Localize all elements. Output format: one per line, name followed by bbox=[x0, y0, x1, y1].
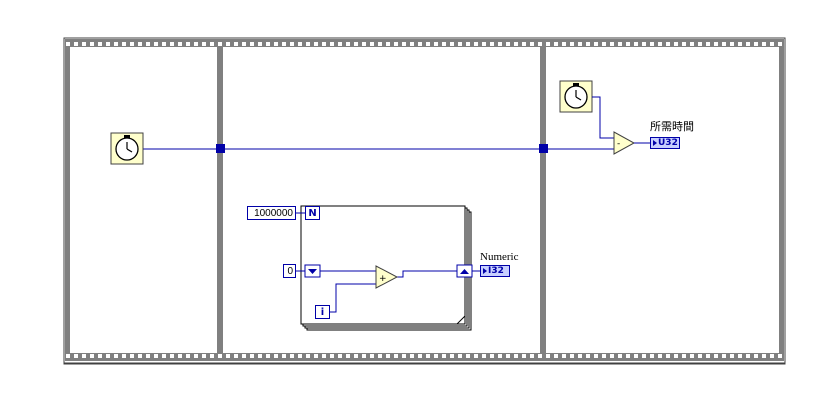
loop-iteration-terminal[interactable]: i bbox=[315, 305, 330, 319]
indicator-arrow-icon bbox=[483, 267, 487, 274]
elapsed-time-indicator-type: U32 bbox=[658, 138, 678, 148]
shift-register-left[interactable] bbox=[304, 264, 321, 278]
subtract-symbol: - bbox=[617, 139, 620, 149]
sum-wire[interactable] bbox=[397, 270, 457, 278]
timer-wire[interactable] bbox=[592, 96, 614, 139]
subtract-node[interactable] bbox=[613, 131, 636, 155]
clock-icon[interactable] bbox=[559, 80, 593, 113]
iteration-wire[interactable] bbox=[330, 283, 376, 313]
elapsed-time-indicator[interactable]: U32 bbox=[650, 137, 680, 149]
loop-count-terminal[interactable]: N bbox=[305, 206, 320, 220]
numeric-indicator-label: Numeric bbox=[480, 251, 519, 263]
elapsed-time-label: 所需時間 bbox=[650, 121, 694, 133]
loop-count-constant[interactable]: 1000000 bbox=[247, 206, 296, 220]
add-node[interactable] bbox=[375, 265, 399, 289]
sequence-tunnel-1[interactable] bbox=[216, 144, 225, 153]
shift-register-right[interactable] bbox=[456, 264, 473, 278]
clock-icon[interactable] bbox=[110, 132, 144, 165]
frame-divider-1 bbox=[217, 47, 223, 353]
numeric-indicator[interactable]: I32 bbox=[480, 265, 510, 277]
sequence-tunnel-2[interactable] bbox=[539, 144, 548, 153]
numeric-indicator-type: I32 bbox=[488, 266, 504, 276]
for-loop[interactable] bbox=[300, 205, 472, 331]
shift-register-init-constant[interactable]: 0 bbox=[283, 264, 296, 278]
indicator-arrow-icon bbox=[653, 139, 657, 146]
add-symbol: + bbox=[379, 274, 387, 284]
frame-divider-2 bbox=[540, 47, 546, 353]
